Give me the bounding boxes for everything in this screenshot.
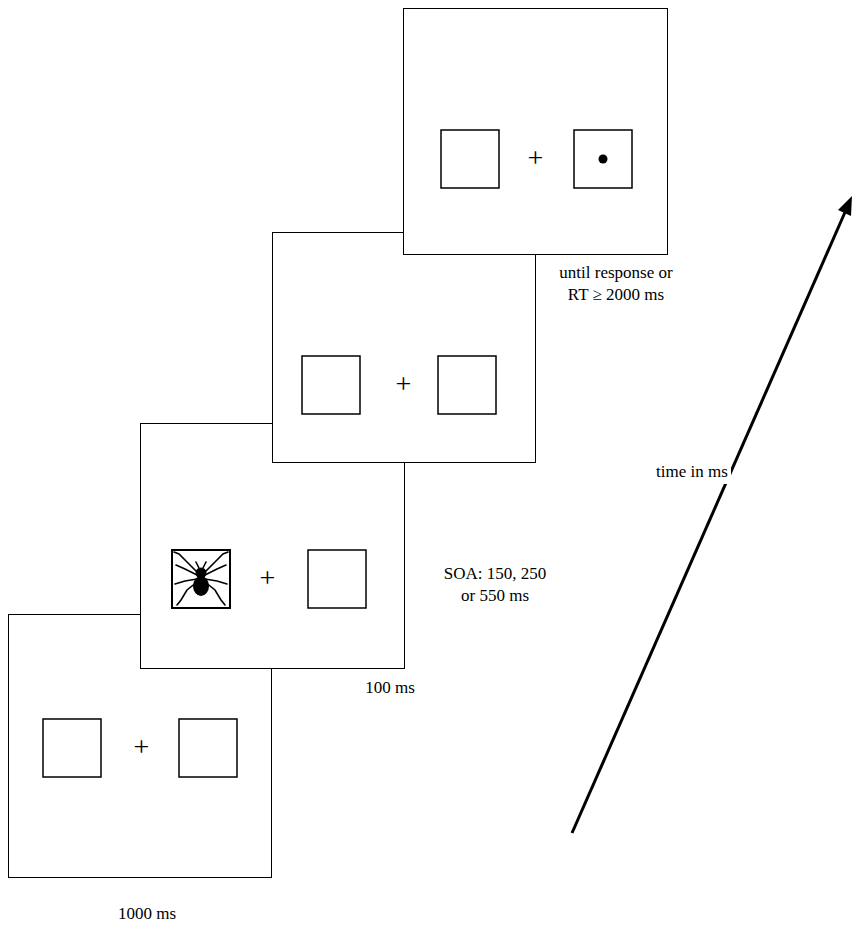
duration-caption: 1000 ms: [87, 903, 207, 925]
soa-caption: SOA: 150, 250 or 550 ms: [439, 563, 551, 607]
time-arrowhead: [838, 196, 852, 216]
placeholder-squares: [273, 233, 537, 464]
probe-squares: [404, 9, 669, 256]
fixation-cross: +: [134, 733, 150, 761]
screen-frame: +: [403, 8, 668, 255]
fixation-cross: +: [396, 370, 412, 398]
fixation-cross: +: [260, 564, 276, 592]
probe-dot: [599, 155, 608, 164]
axis-label: time in ms: [653, 460, 731, 484]
duration-caption: 100 ms: [340, 677, 440, 699]
response-caption: until response or RT ≥ 2000 ms: [556, 262, 676, 306]
fixation-cross: +: [528, 144, 544, 172]
spider-picture: [174, 552, 228, 605]
screen-frame: +: [272, 232, 536, 463]
